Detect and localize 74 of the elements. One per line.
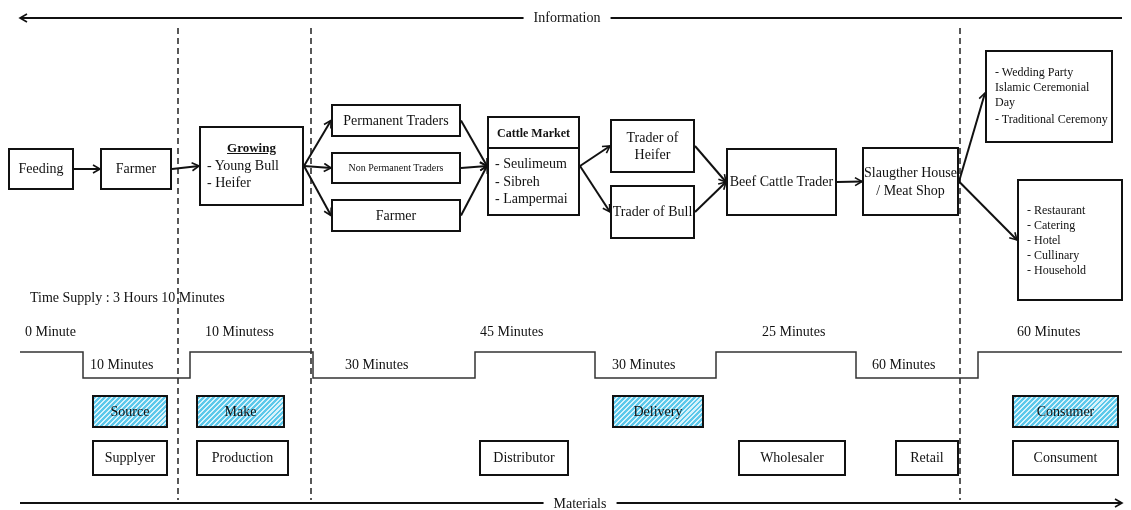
time-label: 60 Minutes: [872, 357, 936, 373]
process-box: [487, 116, 580, 216]
list-item: - Catering: [1027, 217, 1076, 233]
list-item: - Young Bull: [206, 156, 279, 175]
process-box: [199, 126, 304, 206]
arrow: [460, 165, 489, 217]
list-item: - Sibreh: [494, 172, 540, 190]
arrow: [836, 176, 863, 187]
box-label: Supplyer: [104, 449, 156, 467]
process-box: [92, 440, 168, 476]
process-box: [331, 104, 461, 137]
process-box: [100, 148, 172, 190]
process-box: [895, 440, 959, 476]
box-label: Wholesaler: [760, 449, 824, 467]
process-box: [1012, 440, 1119, 476]
list-item: - Household: [1027, 262, 1086, 278]
box-label: Slaugther House / Meat Shop: [864, 164, 957, 199]
box-label: Permanent Traders: [343, 111, 449, 130]
box-heading: Growing: [227, 140, 276, 157]
box-label: Retail: [910, 449, 944, 467]
time-label: 30 Minutes: [345, 357, 409, 373]
flow-label: Materials: [543, 496, 617, 510]
arrow: [694, 145, 727, 183]
arrow: [694, 181, 727, 213]
box-label: Feeding: [18, 160, 64, 178]
process-box: [726, 148, 837, 216]
list-item: - Traditional Ceremony: [995, 111, 1108, 127]
list-item: - Heifer: [206, 174, 251, 192]
process-box: [331, 199, 461, 232]
box-label: Beef Cattle Trader: [729, 173, 834, 191]
time-label: 10 Minutess: [205, 324, 274, 340]
process-box: [738, 440, 846, 476]
process-box: [331, 152, 461, 184]
box-label: Farmer: [375, 206, 417, 225]
time-label: 0 Minute: [25, 324, 76, 340]
time-label: 45 Minutes: [480, 324, 544, 340]
time-label: 30 Minutes: [612, 357, 676, 373]
arrow: [460, 119, 488, 167]
list-box: [1017, 179, 1123, 301]
arrow: [303, 119, 332, 167]
arrow: [73, 164, 101, 174]
box-label: Trader of Bull: [612, 203, 693, 221]
arrow: [460, 161, 488, 172]
process-box: [196, 440, 289, 476]
list-box: [985, 50, 1113, 143]
stage-box: [196, 395, 285, 428]
note-text: Time Supply : 3 Hours 10 Minutes: [30, 290, 225, 306]
list-item: - Restaurant: [1027, 202, 1086, 218]
list-item: - Wedding Party Islamic Ceremonial Day: [995, 64, 1091, 110]
arrow: [958, 180, 1018, 241]
process-box: [862, 147, 959, 216]
list-item: - Lampermai: [494, 190, 568, 208]
time-label: 10 Minutes: [90, 357, 154, 373]
box-label: Non Permanent Traders: [348, 161, 444, 175]
time-label: 60 Minutes: [1017, 324, 1081, 340]
list-item: - Cullinary: [1027, 247, 1080, 263]
process-box: [479, 440, 569, 476]
arrow: [303, 162, 332, 173]
arrow: [171, 162, 200, 172]
arrow: [579, 165, 611, 213]
process-box: [610, 119, 695, 173]
arrow: [579, 145, 611, 167]
box-label: Consument: [1033, 449, 1098, 467]
box-label: Trader of Heifer: [625, 128, 680, 164]
arrow: [303, 165, 332, 217]
box-label: Production: [211, 449, 274, 467]
process-box: [8, 148, 74, 190]
box-heading: Cattle Market: [489, 118, 578, 149]
box-label: Farmer: [115, 160, 157, 178]
time-label: 25 Minutes: [762, 324, 826, 340]
list-item: - Seulimeum: [494, 155, 567, 173]
list-item: - Hotel: [1027, 232, 1061, 248]
process-box: [610, 185, 695, 239]
box-label: Distributor: [493, 449, 555, 467]
